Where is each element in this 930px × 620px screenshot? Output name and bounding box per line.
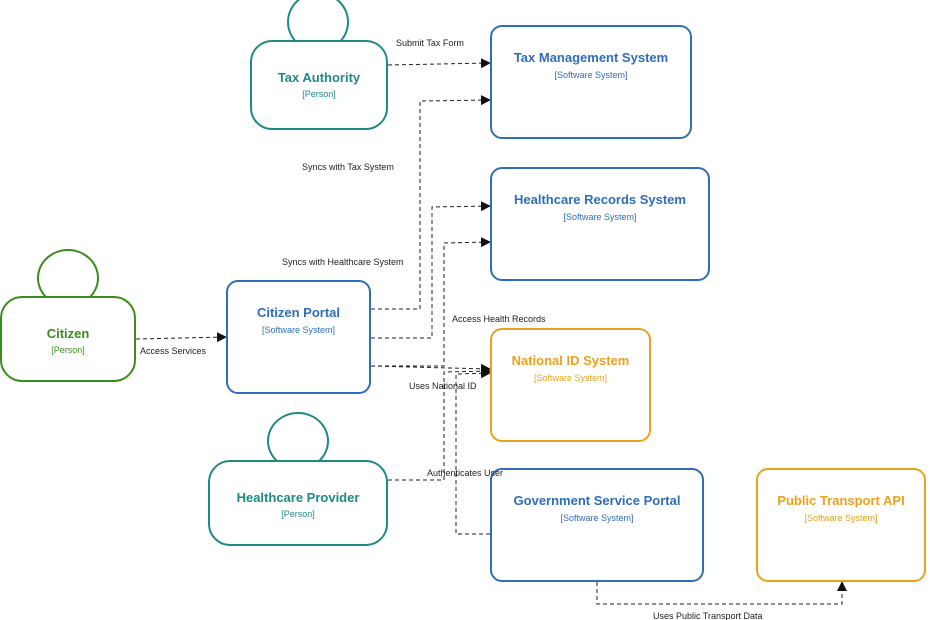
national-id-system-name: National ID System <box>511 353 630 368</box>
citizen-node[interactable]: Citizen [Person] <box>0 296 136 382</box>
edge-label-submit-tax-form: Submit Tax Form <box>396 38 464 48</box>
edge-label-access-health-records: Access Health Records <box>452 314 546 324</box>
edge-label-authenticates-user: Authenticates User <box>427 468 504 478</box>
national-id-system-type: [Software System] <box>533 373 608 383</box>
edge-gov-to-national-id <box>455 368 491 535</box>
national-id-system-node[interactable]: National ID System [Software System] <box>490 328 651 442</box>
government-service-portal-node[interactable]: Government Service Portal [Software Syst… <box>490 468 704 582</box>
edge-syncs-with-tax-system <box>371 95 491 310</box>
tax-management-system-node[interactable]: Tax Management System [Software System] <box>490 25 692 139</box>
healthcare-records-system-node[interactable]: Healthcare Records System [Software Syst… <box>490 167 710 281</box>
government-service-portal-type: [Software System] <box>560 513 634 523</box>
citizen-portal-name: Citizen Portal <box>256 305 341 320</box>
citizen-type: [Person] <box>51 345 85 355</box>
edge-authenticates-user <box>388 366 491 481</box>
public-transport-api-node[interactable]: Public Transport API [Software System] <box>756 468 926 582</box>
edge-label-syncs-with-tax-system: Syncs with Tax System <box>302 162 394 172</box>
edge-access-health-records <box>371 237 491 367</box>
tax-authority-node[interactable]: Tax Authority [Person] <box>250 40 388 130</box>
edge-label-uses-public-transport-data: Uses Public Transport Data <box>653 611 763 620</box>
tax-management-system-type: [Software System] <box>554 70 628 80</box>
tax-authority-name: Tax Authority <box>277 70 361 85</box>
citizen-portal-type: [Software System] <box>261 325 336 335</box>
healthcare-provider-name: Healthcare Provider <box>236 490 360 505</box>
healthcare-provider-type: [Person] <box>281 509 315 519</box>
edge-label-access-services: Access Services <box>140 346 207 356</box>
public-transport-api-name: Public Transport API <box>777 493 905 508</box>
edge-uses-national-id <box>370 363 491 374</box>
public-transport-api-type: [Software System] <box>804 513 878 523</box>
government-service-portal-name: Government Service Portal <box>513 493 681 508</box>
citizen-portal-node[interactable]: Citizen Portal [Software System] <box>226 280 371 394</box>
tax-authority-type: [Person] <box>302 89 336 99</box>
edge-access-services <box>135 332 227 343</box>
healthcare-records-system-name: Healthcare Records System <box>514 192 686 207</box>
healthcare-records-system-type: [Software System] <box>563 212 637 222</box>
healthcare-provider-node[interactable]: Healthcare Provider [Person] <box>208 460 388 546</box>
citizen-name: Citizen <box>46 326 90 341</box>
edge-submit-tax-form <box>387 58 491 69</box>
edge-label-uses-national-id: Uses National ID <box>409 381 477 391</box>
tax-management-system-name: Tax Management System <box>513 50 669 65</box>
edge-uses-public-transport-data <box>596 581 847 605</box>
edge-label-syncs-with-healthcare-system: Syncs with Healthcare System <box>282 257 404 267</box>
edge-syncs-with-healthcare-system <box>371 201 491 339</box>
